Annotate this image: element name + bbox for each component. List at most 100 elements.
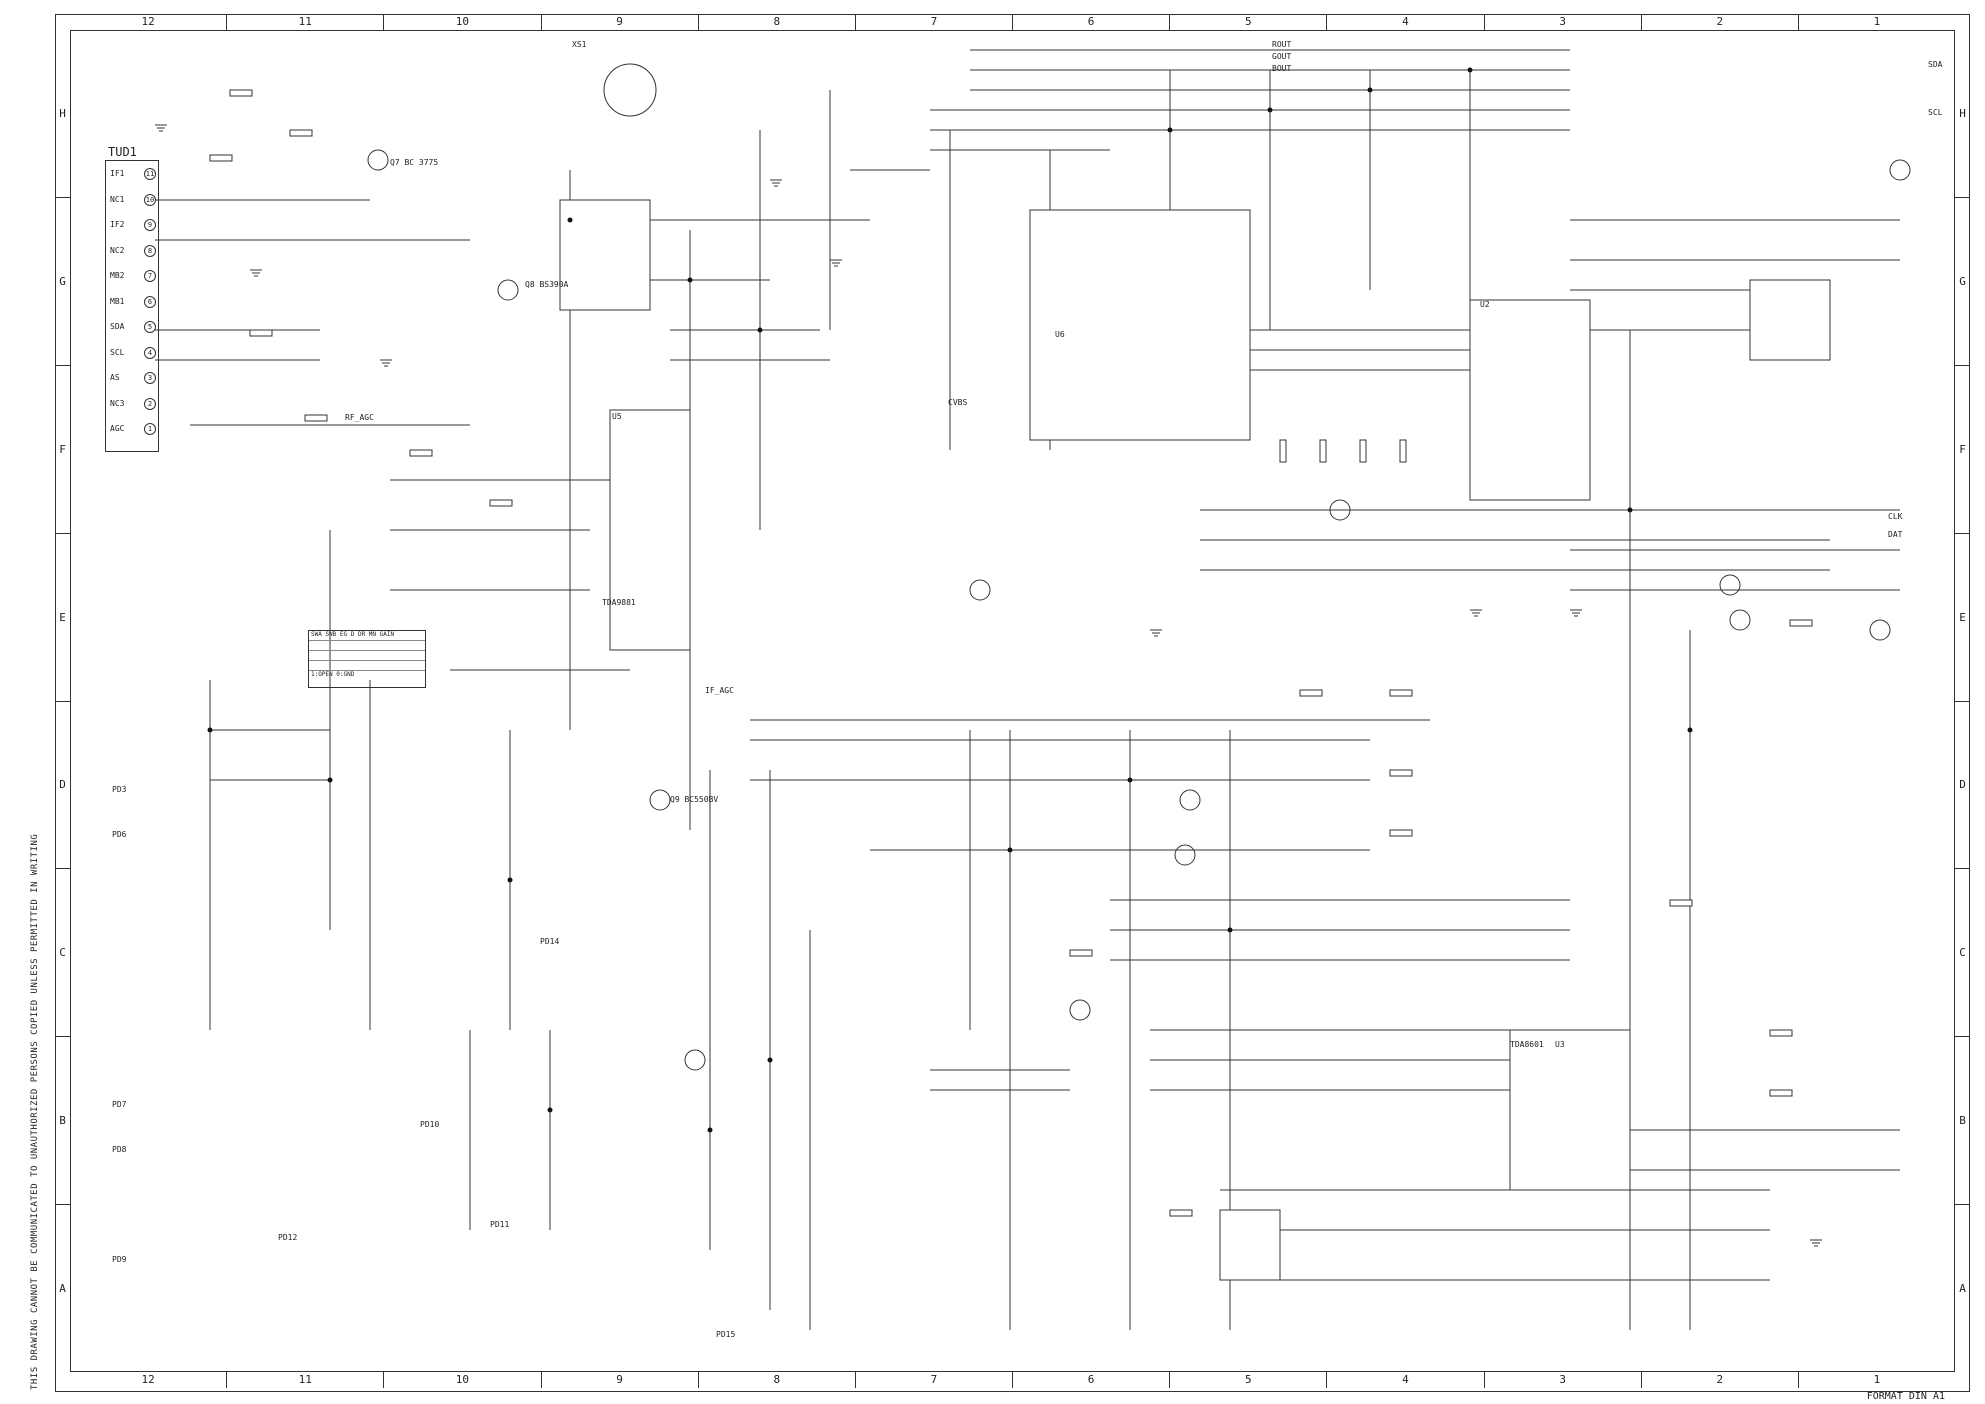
tuner-pin-number: 5: [144, 321, 156, 333]
pd12-label: PD12: [278, 1233, 298, 1242]
mode-table-header: SWA SWB EG D DR MN GAIN: [309, 631, 425, 641]
grid-col-top-1: 1: [1797, 14, 1955, 30]
signal-scl: SCL: [1928, 108, 1943, 117]
tuner-pin-number: 6: [144, 295, 156, 308]
grid-col-top-6: 6: [1012, 14, 1169, 30]
grid-col-bottom-11: 11: [226, 1372, 383, 1388]
grid-col-top-7: 7: [854, 14, 1012, 30]
grid-row-right-D: D: [1955, 700, 1970, 869]
u2-label: U2: [1480, 300, 1490, 309]
ic-u6-body: [1029, 209, 1251, 441]
tuner-pin-number: 2: [144, 397, 156, 410]
ic-u4-body: [1219, 1209, 1281, 1281]
tuner-pin-label: MB2: [110, 271, 125, 280]
grid-row-left-C: C: [55, 868, 70, 1036]
ic-u5-body: [609, 409, 691, 651]
u3-label: U3: [1555, 1040, 1565, 1049]
grid-col-bottom-1: 1: [1797, 1372, 1955, 1388]
signal-if-agc: IF_AGC: [705, 686, 734, 695]
grid-row-left-F: F: [55, 364, 70, 533]
grid-col-top-12: 12: [141, 15, 155, 28]
grid-col-bottom-3: 3: [1483, 1372, 1641, 1388]
tuner-pin-label: NC2: [110, 245, 125, 255]
signal-gout: GOUT: [1272, 52, 1292, 61]
tuner-pin-label: IF1: [110, 169, 125, 178]
tuner-pin-label: NC1: [110, 194, 125, 204]
ic-u7-body: [1749, 279, 1831, 361]
tuner-pin-number: 1: [144, 423, 156, 435]
grid-col-top-10: 10: [383, 14, 540, 30]
tuner-pin-number: 4: [144, 346, 156, 359]
mode-table-row: [309, 641, 425, 651]
signal-dat: DAT: [1888, 530, 1903, 539]
q7-label: Q7 BC 3775: [390, 158, 439, 167]
tuner-pin-label: NC3: [110, 398, 125, 408]
pd6-label: PD6: [112, 830, 127, 839]
tuner-name: TUD1: [108, 145, 137, 159]
u1-part-label: TDA9881: [602, 598, 636, 607]
u6-label: U6: [1055, 330, 1065, 339]
pd9-label: PD9: [112, 1255, 127, 1264]
tuner-pin-number: 9: [144, 219, 156, 231]
grid-col-bottom-9: 9: [540, 1372, 698, 1388]
pd11-label: PD11: [490, 1220, 510, 1229]
xs1-label: XS1: [572, 40, 587, 49]
mode-table: SWA SWB EG D DR MN GAIN 1:OPEN 0:GND: [308, 630, 426, 688]
pd7-label: PD7: [112, 1100, 127, 1109]
u5-label: U5: [612, 412, 622, 421]
transistors: [367, 149, 1911, 1071]
grid-col-top-5: 5: [1169, 14, 1326, 30]
grid-col-top-9: 9: [540, 14, 698, 30]
grid-row-right-E: E: [1955, 532, 1970, 701]
signal-rf-agc: RF_AGC: [345, 413, 374, 422]
pd10-label: PD10: [420, 1120, 440, 1129]
signal-rout: ROUT: [1272, 40, 1292, 49]
grid-row-right-A: A: [1955, 1204, 1970, 1372]
confidentiality-note: THIS DRAWING CANNOT BE COMMUNICATED TO U…: [30, 833, 40, 1390]
mode-table-row: [309, 661, 425, 671]
schematic-canvas: [155, 49, 1911, 1330]
format-label: FORMAT DIN A1: [1866, 1391, 1945, 1402]
tuner-pin-number: 7: [144, 270, 156, 282]
grid-col-bottom-5: 5: [1169, 1372, 1326, 1388]
tuner-pin-number: 10: [144, 193, 156, 206]
grid-col-bottom-12: 12: [141, 1373, 155, 1386]
grid-col-bottom-10: 10: [383, 1372, 540, 1388]
q9-label: Q9 BC550BV: [670, 795, 719, 804]
u3-part-label: TDA8601: [1510, 1040, 1544, 1049]
grid-col-top-8: 8: [697, 14, 855, 30]
grid-col-bottom-7: 7: [854, 1372, 1012, 1388]
grid-row-right-H: H: [1959, 106, 1966, 120]
grid-col-top-2: 2: [1640, 14, 1798, 30]
grid-col-bottom-2: 2: [1640, 1372, 1798, 1388]
grid-row-right-C: C: [1955, 868, 1970, 1036]
grid-row-right-F: F: [1955, 364, 1970, 533]
tuner-pin-label: AS: [110, 373, 120, 382]
ic-u3-body: [1509, 1029, 1631, 1191]
tuner-pin-label: SDA: [110, 322, 125, 331]
tuner-pin-label: IF2: [110, 220, 125, 229]
pd3-label: PD3: [112, 785, 127, 794]
junction-dots: [207, 67, 1693, 1133]
ic-u1-body: [559, 199, 651, 311]
pd14-label: PD14: [540, 937, 560, 946]
ic-u2-body: [1469, 299, 1591, 501]
ic-packages: [559, 63, 1831, 1281]
grid-col-top-11: 11: [226, 14, 383, 30]
signal-sda: SDA: [1928, 60, 1943, 69]
wires: [155, 49, 1900, 1330]
grid-row-right-G: G: [1955, 196, 1970, 365]
tuner-pin-label: AGC: [110, 424, 125, 433]
tuner-pin-number: 3: [144, 372, 156, 384]
grid-col-bottom-6: 6: [1012, 1372, 1169, 1388]
pd8-label: PD8: [112, 1145, 127, 1154]
grid-row-left-D: D: [55, 700, 70, 869]
grid-col-bottom-8: 8: [697, 1372, 855, 1388]
mode-table-footer: 1:OPEN 0:GND: [311, 671, 355, 678]
resistors: [209, 89, 1813, 1217]
